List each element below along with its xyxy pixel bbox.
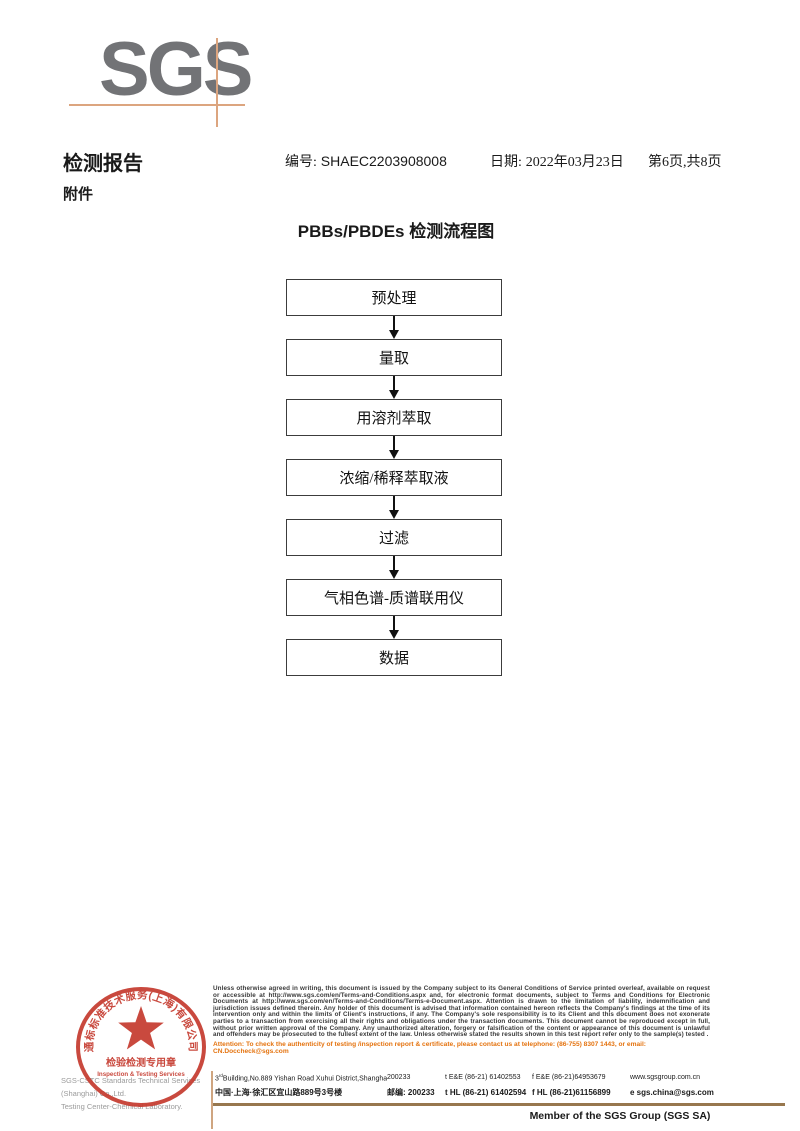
phone-ee: t E&E (86-21) 61402553 <box>445 1074 521 1081</box>
postcode-en: 200233 <box>387 1074 411 1081</box>
flow-step-pretreatment: 预处理 <box>286 279 502 316</box>
red-company-seal: 通标标准技术服务(上海)有限公司 检验检测专用章 Inspection & Te… <box>76 987 206 1107</box>
flow-arrow-down-icon <box>286 616 502 639</box>
report-number: 编号: SHAEC2203908008 <box>285 151 447 171</box>
attachment-label: 附件 <box>63 187 94 203</box>
fax-hl: f HL (86-21)61156899 <box>532 1088 611 1097</box>
website-url: www.sgsgroup.com.cn <box>630 1074 701 1081</box>
footer-crop-mark-vertical <box>211 1071 213 1129</box>
legal-disclaimer-text: Unless otherwise agreed in writing, this… <box>213 985 710 1039</box>
sgs-member-text: Member of the SGS Group (SGS SA) <box>529 1110 711 1122</box>
seal-star-icon <box>118 1006 164 1050</box>
logo-crop-mark-horizontal <box>69 104 245 106</box>
flow-arrow-down-icon <box>286 436 502 459</box>
flow-step-data: 数据 <box>286 639 502 676</box>
flow-arrow-down-icon <box>286 376 502 399</box>
address-cn: 中国·上海·徐汇区宜山路889号3号楼 <box>215 1088 343 1097</box>
page-info: 第6页,共8页 <box>648 155 722 170</box>
footer-address-block: 3rdBuilding,No.889 Yishan Road Xuhui Dis… <box>215 1070 760 1100</box>
phone-hl: t HL (86-21) 61402594 <box>445 1088 527 1097</box>
footer-divider-line <box>212 1103 785 1106</box>
address-row-cn: 中国·上海·徐汇区宜山路889号3号楼 邮编: 200233 t HL (86-… <box>215 1085 760 1100</box>
report-number-value: SHAEC2203908008 <box>320 153 447 169</box>
lab-company-line1: SGS-CSTC Standards Technical Services (S… <box>61 1076 201 1098</box>
fax-ee: f E&E (86-21)64953679 <box>532 1074 606 1081</box>
report-number-label: 编号: <box>285 155 317 170</box>
report-date: 日期: 2022年03月23日 <box>490 151 624 171</box>
sgs-logo: SGS <box>99 27 253 112</box>
flowchart: 预处理 量取 用溶剂萃取 浓缩/稀释萃取液 过滤 气相色谱-质谱联用仪 数据 <box>286 279 502 676</box>
lab-company-line2: Testing Center-Chemical Laboratory. <box>61 1102 183 1111</box>
logo-crop-mark-vertical <box>216 38 218 127</box>
seal-text-en: Inspection & Testing Services <box>97 1071 185 1078</box>
flow-step-filter: 过滤 <box>286 519 502 556</box>
flow-arrow-down-icon <box>286 496 502 519</box>
lab-company-name: SGS-CSTC Standards Technical Services (S… <box>61 1074 226 1113</box>
attention-notice-text: Attention: To check the authenticity of … <box>213 1040 646 1055</box>
seal-text-cn: 检验检测专用章 <box>106 1056 176 1069</box>
flow-step-concentrate-dilute: 浓缩/稀释萃取液 <box>286 459 502 496</box>
email-address: e sgs.china@sgs.com <box>630 1088 714 1097</box>
report-date-label: 日期: <box>490 155 522 170</box>
footer-legal-block: Unless otherwise agreed in writing, this… <box>213 985 710 1055</box>
report-title: 检测报告 <box>63 153 143 175</box>
address-row-en: 3rdBuilding,No.889 Yishan Road Xuhui Dis… <box>215 1070 760 1085</box>
flow-step-gcms: 气相色谱-质谱联用仪 <box>286 579 502 616</box>
flow-arrow-down-icon <box>286 556 502 579</box>
flowchart-title: PBBs/PBDEs 检测流程图 <box>297 222 495 241</box>
flow-arrow-down-icon <box>286 316 502 339</box>
flow-step-measure: 量取 <box>286 339 502 376</box>
report-date-value: 2022年03月23日 <box>525 155 624 170</box>
address-en: 3rdBuilding,No.889 Yishan Road Xuhui Dis… <box>215 1072 387 1083</box>
flow-step-solvent-extraction: 用溶剂萃取 <box>286 399 502 436</box>
postcode-cn: 邮编: 200233 <box>387 1088 435 1097</box>
